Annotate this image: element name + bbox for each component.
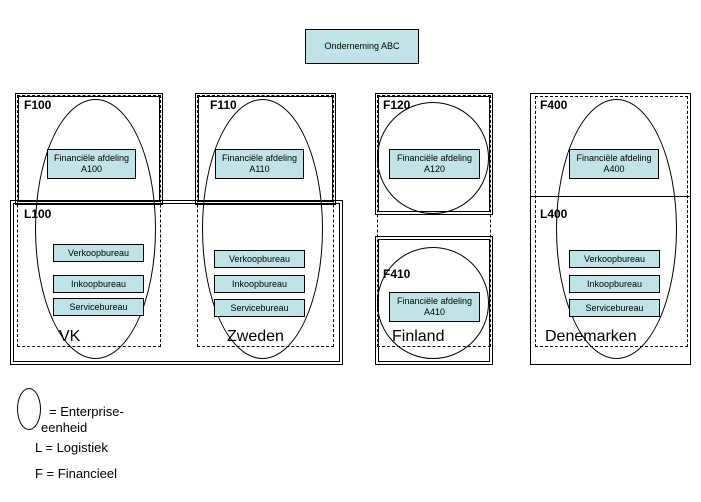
unit-fin-a110: Financiële afdeling A110: [215, 149, 304, 179]
frame-denemarken-outer: [530, 93, 691, 365]
frame-l100-outer: [10, 200, 343, 365]
unit-verkoop-zweden: Verkoopbureau: [214, 250, 305, 268]
unit-fin-a100: Financiële afdeling A100: [47, 149, 136, 179]
enterprise-ellipse-f120: [377, 102, 489, 214]
code-l100: L100: [24, 207, 52, 221]
unit-service-vk: Servicebureau: [53, 298, 144, 316]
legend-ellipse-icon: [17, 388, 41, 430]
code-f100: F100: [24, 98, 52, 112]
frame-f410-outer: [375, 236, 493, 365]
code-f110: F110: [210, 98, 237, 112]
unit-fin-a120: Financiële afdeling A120: [389, 149, 480, 179]
enterprise-ellipse-vk: [35, 99, 156, 359]
enterprise-ellipse-zweden: [202, 99, 323, 359]
enterprise-ellipse-denemarken: [556, 99, 677, 359]
legend-financieel: F = Financieel: [35, 466, 118, 481]
country-zweden: Zweden: [227, 328, 284, 345]
country-vk: VK: [59, 328, 81, 345]
code-f400: F400: [540, 98, 568, 112]
unit-fin-a410: Financiële afdeling A410: [389, 292, 480, 322]
unit-verkoop-denemarken: Verkoopbureau: [569, 250, 660, 268]
frame-l100-inner: [13, 203, 340, 362]
legend-enterprise: = Enterprise-eenheid: [41, 404, 124, 435]
country-finland: Finland: [392, 328, 445, 345]
unit-inkoop-denemarken: Inkoopbureau: [569, 275, 660, 293]
frame-f120-outer: [375, 93, 493, 215]
legend-logistiek: L = Logistiek: [35, 440, 108, 455]
code-f410: F410: [383, 267, 411, 281]
unit-service-denemarken: Servicebureau: [569, 299, 660, 317]
company-box: Onderneming ABC: [305, 29, 419, 64]
unit-inkoop-zweden: Inkoopbureau: [214, 275, 305, 293]
country-denemarken: Denemarken: [545, 328, 637, 345]
code-l400: L400: [540, 207, 568, 221]
unit-inkoop-vk: Inkoopbureau: [53, 275, 144, 293]
unit-service-zweden: Servicebureau: [214, 299, 305, 317]
unit-fin-a400: Financiële afdeling A400: [569, 149, 659, 179]
enterprise-ellipse-f410: [377, 247, 489, 359]
unit-verkoop-vk: Verkoopbureau: [53, 244, 144, 262]
code-f120: F120: [383, 98, 411, 112]
